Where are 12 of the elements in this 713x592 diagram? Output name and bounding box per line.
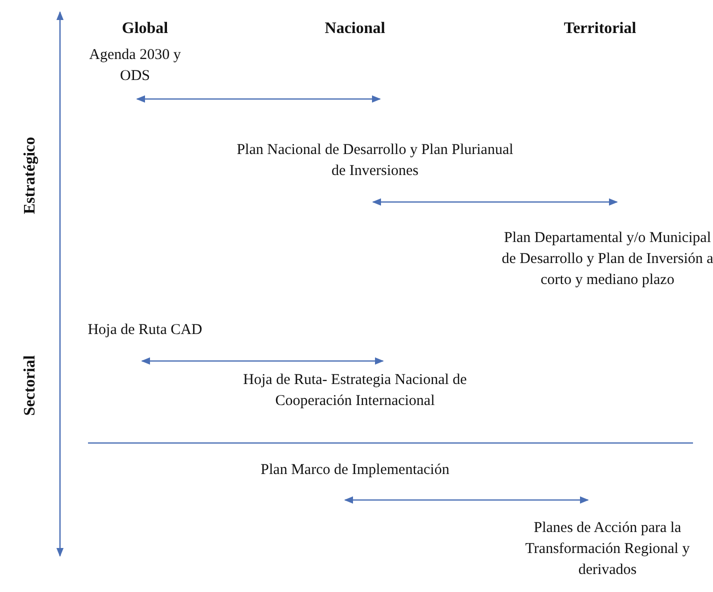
plan-text: Plan Departamental y/o Municipal de Desarrollo y Plan de Inversión a corto y mediano plazo bbox=[500, 229, 713, 290]
axis-label: Estratégico bbox=[20, 136, 40, 216]
column-heading: Global bbox=[120, 19, 170, 39]
plan-text: Plan Marco de Implementación bbox=[260, 461, 450, 480]
plan-text: Planes de Acción para la Transformación Regional y derivados bbox=[524, 519, 691, 580]
plan-text: Hoja de Ruta- Estrategia Nacional de Cooperación Internacional bbox=[242, 371, 468, 411]
plan-text: Plan Nacional de Desarrollo y Plan Plurianual de Inversiones bbox=[236, 141, 514, 181]
plan-text: Agenda 2030 y ODS bbox=[88, 46, 182, 86]
plan-text: Hoja de Ruta CAD bbox=[86, 321, 204, 340]
column-heading: Nacional bbox=[324, 19, 386, 39]
axis-label: Sectorial bbox=[20, 354, 40, 418]
column-heading: Territorial bbox=[562, 19, 638, 39]
